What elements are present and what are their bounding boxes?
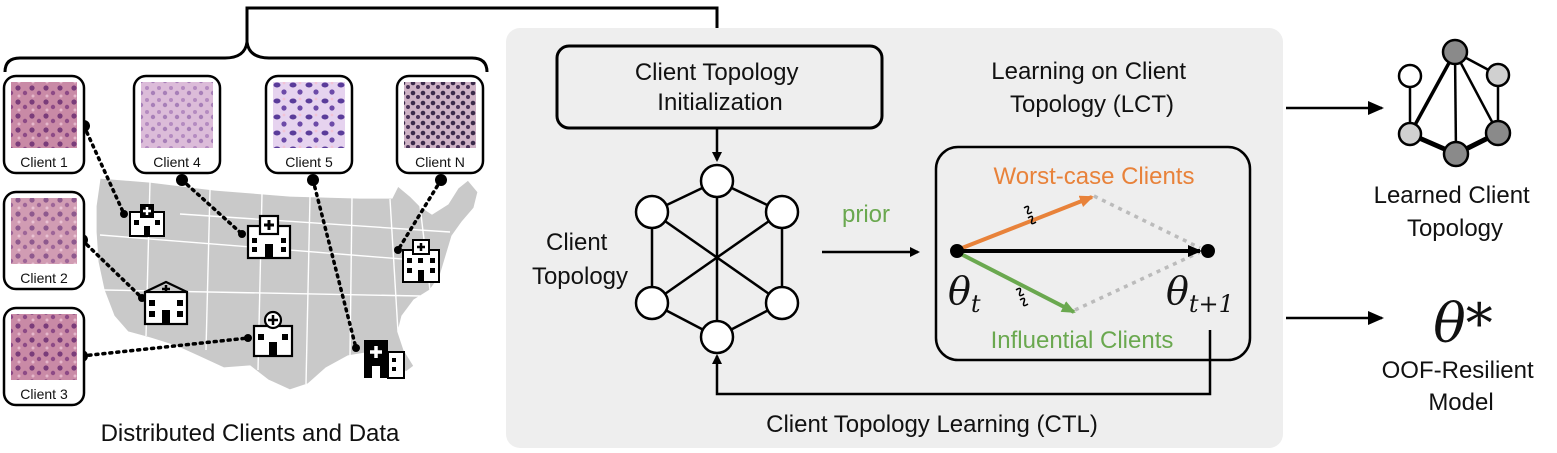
- theta-star-label: θ*: [1433, 292, 1493, 355]
- hospital-icon: [364, 340, 405, 379]
- hospital-icon: [252, 310, 294, 358]
- curly-brace: [3, 41, 489, 73]
- client-connectors: [80, 124, 443, 358]
- client-card-5: Client 5: [264, 74, 354, 175]
- clients-panel: Client 1 Client 4 Client 5 Client N Clie…: [2, 6, 722, 447]
- learned-topology-label: Learned Client Topology: [1374, 182, 1537, 242]
- client-card-n: Client N: [395, 74, 485, 175]
- tissue-patch-image: [404, 82, 476, 148]
- theta-t1-label: θt+1: [1166, 269, 1234, 318]
- client-label: Client N: [415, 154, 465, 170]
- model-line-1: OOF-Resilient: [1382, 357, 1534, 384]
- theta-t-point: [950, 244, 964, 258]
- client-card-4: Client 4: [132, 74, 222, 175]
- ctl-caption: Client Topology Learning (CTL): [766, 411, 1098, 438]
- worst-case-label: Worst-case Clients: [994, 163, 1195, 190]
- orange-arrow: [956, 195, 1094, 252]
- lct-box: [934, 145, 1252, 362]
- green-arrow: [956, 250, 1076, 314]
- lct-line-1: Learning on Client: [991, 58, 1186, 85]
- client-label: Client 4: [153, 154, 201, 170]
- topology-line-1: Client: [546, 229, 608, 256]
- lct-title: Learning on Client Topology (LCT): [991, 58, 1192, 118]
- learned-line-1: Learned Client: [1374, 182, 1530, 209]
- gray-dashed-paths: [1074, 194, 1201, 312]
- tissue-patch-image: [11, 314, 77, 380]
- tissue-patch-image: [11, 198, 77, 264]
- client-card-1: Client 1: [2, 74, 86, 175]
- lct-line-2: Topology (LCT): [1010, 91, 1174, 118]
- topology-init-box: [555, 44, 884, 130]
- approx-icon: [1015, 205, 1037, 307]
- hospital-icon: [402, 239, 440, 283]
- topology-nodes: [634, 163, 800, 355]
- client-label: Client 2: [20, 270, 68, 286]
- ctl-feedback-arrow: [712, 330, 1212, 396]
- tissue-patch-image: [141, 82, 213, 148]
- learned-topology-nodes: [1397, 38, 1512, 168]
- client-label: Client 1: [20, 154, 68, 170]
- client-label: Client 3: [20, 386, 68, 402]
- client-label: Client 5: [285, 154, 333, 170]
- hospital-icon: [246, 214, 292, 260]
- learned-topology-graph: [1408, 50, 1500, 157]
- hospital-icon: [129, 204, 165, 237]
- tissue-patch-image: [11, 82, 77, 148]
- init-line-2: Initialization: [657, 89, 782, 116]
- outputs: Learned Client Topology θ* OOF-Resilient…: [1286, 38, 1541, 416]
- model-line-2: Model: [1428, 389, 1493, 416]
- prior-label: prior: [842, 201, 890, 228]
- tissue-patch-image: [273, 82, 345, 148]
- init-box-label: Client Topology Initialization: [635, 59, 805, 116]
- theta-t-label: θt: [948, 269, 981, 318]
- client-card-2: Client 2: [2, 190, 86, 291]
- brace-connector: [245, 6, 722, 42]
- framework-panel: Client Topology Initialization Client: [506, 28, 1283, 448]
- topology-line-2: Topology: [532, 263, 628, 290]
- client-card-3: Client 3: [2, 306, 86, 407]
- theta-t1-point: [1201, 244, 1215, 258]
- influential-label: Influential Clients: [991, 327, 1174, 354]
- model-label: OOF-Resilient Model: [1382, 357, 1541, 416]
- left-caption: Distributed Clients and Data: [101, 420, 400, 447]
- hospital-icon: [143, 280, 189, 326]
- init-line-1: Client Topology: [635, 59, 799, 86]
- learned-line-2: Topology: [1407, 215, 1503, 242]
- topology-label: Client Topology: [532, 229, 628, 290]
